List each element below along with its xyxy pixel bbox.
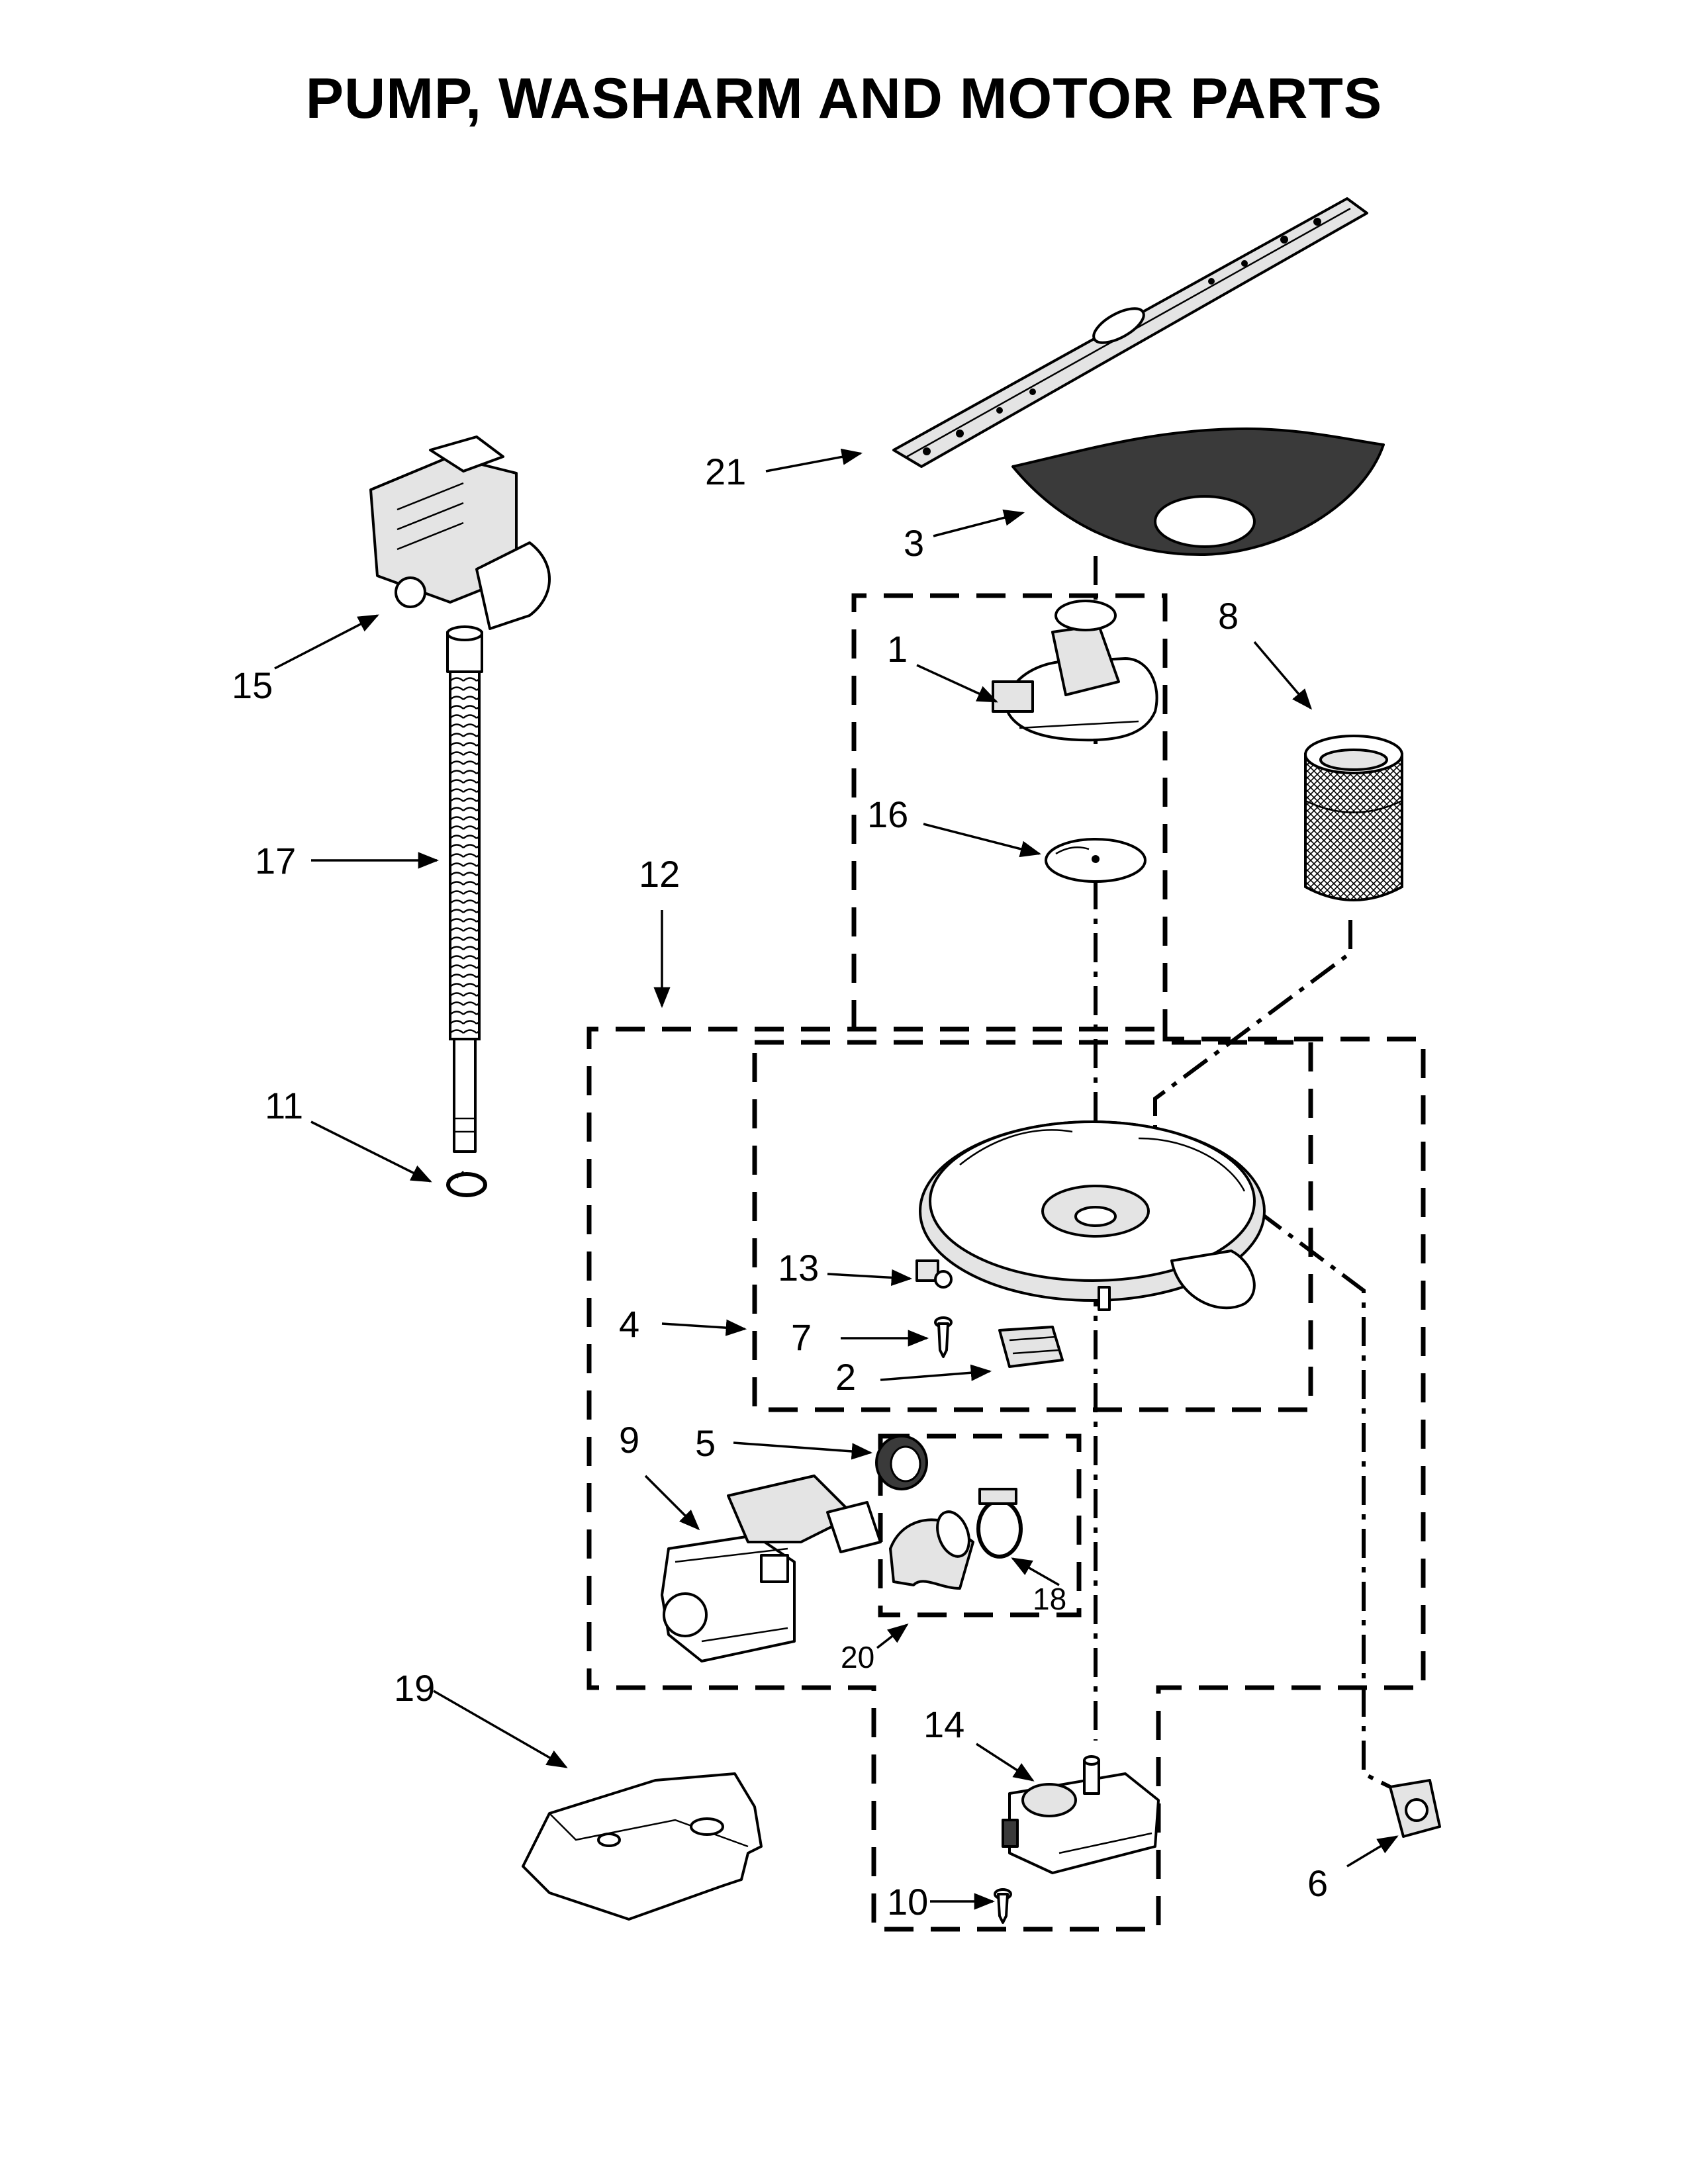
callout-11: 11: [265, 1085, 303, 1126]
callout-16: 16: [867, 794, 908, 835]
leader-16: [923, 823, 1042, 858]
assembly-boundaries: [586, 593, 1426, 1932]
leader-4: [661, 1319, 747, 1336]
callout-15: 15: [232, 664, 273, 706]
part-18-clamp: [976, 1488, 1023, 1559]
leader-11: [310, 1120, 432, 1183]
part-1-diverter: [992, 600, 1158, 742]
callout-13: 13: [778, 1247, 819, 1289]
callout-20: 20: [841, 1640, 874, 1674]
leader-20: [876, 1623, 909, 1649]
part-9-circulation-pump: [661, 1475, 882, 1662]
part-10-screw: [994, 1888, 1012, 1924]
callout-17: 17: [255, 840, 296, 882]
part-20-elbow: [889, 1510, 974, 1590]
leader-19: [433, 1690, 568, 1768]
centerline-8-sump: [1153, 920, 1352, 1277]
callout-2: 2: [835, 1356, 856, 1398]
leader-1: [916, 664, 998, 703]
callout-21: 21: [705, 451, 746, 492]
leader-14: [976, 1743, 1035, 1782]
leader-18: [1011, 1557, 1060, 1586]
leader-3: [933, 509, 1025, 537]
page-title: PUMP, WASHARM AND MOTOR PARTS: [305, 67, 1383, 130]
callout-9: 9: [619, 1419, 639, 1461]
leader-2: [880, 1364, 992, 1381]
leader-21: [765, 448, 863, 473]
callout-10: 10: [887, 1881, 928, 1923]
part-17-drain-hose: [446, 625, 483, 1153]
callout-14: 14: [923, 1704, 964, 1745]
part-7-screw: [934, 1316, 953, 1358]
leader-arrows: [274, 448, 1399, 1910]
leader-6: [1346, 1835, 1399, 1868]
callout-labels: 21 3 1 16 8 15 17 11 12 13 4 7 2 5 9 18 …: [232, 451, 1328, 1923]
boundary-assembly-4: [752, 1040, 1313, 1412]
part-15-drain-pump: [369, 435, 551, 630]
leader-9: [644, 1475, 700, 1531]
leader-15: [274, 614, 379, 670]
callout-3: 3: [904, 522, 924, 564]
callout-8: 8: [1218, 595, 1239, 637]
callout-4: 4: [619, 1303, 639, 1345]
leader-8: [1253, 641, 1313, 710]
part-14-diverter-motor: [1002, 1755, 1160, 1874]
part-19-bracket: [522, 1772, 763, 1921]
part-2-connector: [998, 1326, 1064, 1368]
callout-6: 6: [1307, 1862, 1328, 1904]
part-8-strainer: [1304, 735, 1403, 901]
callout-12: 12: [639, 853, 680, 895]
part-5-seal: [875, 1435, 928, 1490]
part-11-clamp: [446, 1171, 487, 1197]
callout-1: 1: [887, 628, 908, 670]
part-21-wash-arm: [892, 197, 1368, 468]
part-3-filter: [1011, 427, 1385, 557]
callout-18: 18: [1033, 1582, 1066, 1616]
part-13-clip: [915, 1259, 953, 1289]
sump-housing: [919, 1120, 1266, 1311]
callout-19: 19: [394, 1667, 435, 1709]
centerline-6: [1256, 1209, 1391, 1789]
callout-5: 5: [695, 1422, 716, 1464]
part-6-thermistor: [1389, 1779, 1441, 1838]
part-16-disc: [1045, 838, 1147, 883]
boundary-assembly-20: [878, 1433, 1082, 1617]
callout-7: 7: [791, 1316, 812, 1358]
leader-13: [827, 1269, 913, 1286]
leader-5: [733, 1441, 873, 1460]
